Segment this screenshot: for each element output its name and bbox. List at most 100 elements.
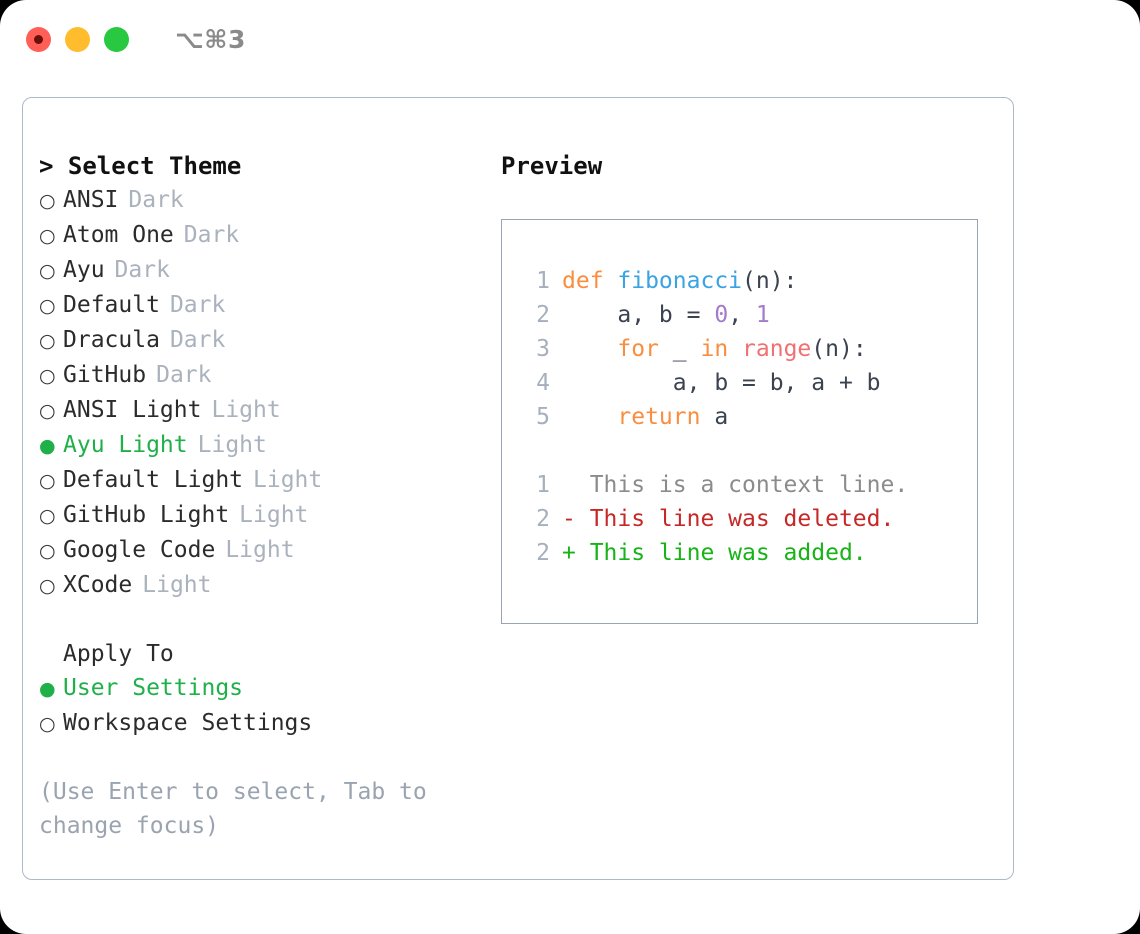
diff-line: 2 + This line was added. <box>520 536 977 570</box>
code-line: 2 a, b = 0, 1 <box>520 298 977 332</box>
apply-option-label: User Settings <box>63 675 244 701</box>
token <box>562 336 617 362</box>
line-number: 2 <box>536 506 550 532</box>
theme-option-1[interactable]: ○ Atom One Dark <box>39 218 489 253</box>
theme-option-5[interactable]: ○ GitHub Dark <box>39 358 489 393</box>
radio-unselected-icon: ○ <box>39 190 56 212</box>
theme-option-label: ANSI Light <box>63 397 202 423</box>
theme-option-label: XCode <box>63 572 133 598</box>
token: (n): <box>742 268 798 294</box>
theme-option-tag: Light <box>225 537 295 563</box>
theme-option-label: Google Code <box>63 537 216 563</box>
token: a <box>700 404 729 430</box>
token: a, b = b, a + b <box>562 370 881 396</box>
theme-option-tag: Dark <box>156 362 212 388</box>
theme-option-tag: Dark <box>128 187 184 213</box>
apply-to-list[interactable]: ●User Settings ○ Workspace Settings <box>39 671 489 741</box>
theme-option-9[interactable]: ○ GitHub Light Light <box>39 498 489 533</box>
theme-option-label: GitHub Light <box>63 502 230 528</box>
theme-option-6[interactable]: ○ ANSI Light Light <box>39 393 489 428</box>
theme-option-label: Default Light <box>63 467 244 493</box>
token: This is a context line. <box>562 472 909 498</box>
token: 0 <box>714 302 729 328</box>
code-content: def fibonacci(n): <box>562 264 797 298</box>
token: def <box>562 268 618 294</box>
token: fibonacci <box>617 268 743 294</box>
diff-line: 1 This is a context line. <box>520 468 977 502</box>
diff-line: 2 - This line was deleted. <box>520 502 977 536</box>
code-content: for _ in range(n): <box>562 332 867 366</box>
radio-unselected-icon: ○ <box>39 365 56 387</box>
apply-option-0[interactable]: ●User Settings <box>39 671 489 706</box>
theme-option-label: Atom One <box>63 222 174 248</box>
code-line: 4 a, b = b, a + b <box>520 366 977 400</box>
apply-option-1[interactable]: ○ Workspace Settings <box>39 706 489 741</box>
radio-unselected-icon: ○ <box>39 400 56 422</box>
traffic-lights <box>26 26 129 52</box>
apply-option-label: Workspace Settings <box>63 710 313 736</box>
theme-option-2[interactable]: ○ Ayu Dark <box>39 253 489 288</box>
theme-option-10[interactable]: ○ Google Code Light <box>39 533 489 568</box>
diff-sample: 1 This is a context line. 2 - This line wa… <box>520 468 977 570</box>
theme-option-tag: Dark <box>114 257 170 283</box>
line-number: 1 <box>536 472 550 498</box>
apply-to-heading: Apply To <box>63 641 174 667</box>
code-gap <box>520 434 977 468</box>
theme-option-tag: Light <box>253 467 323 493</box>
theme-option-tag: Light <box>239 502 309 528</box>
token: return <box>617 404 701 430</box>
theme-option-tag: Dark <box>183 222 240 248</box>
theme-option-label: Ayu <box>63 257 105 283</box>
radio-unselected-icon: ○ <box>39 260 56 282</box>
token <box>728 336 742 362</box>
theme-option-tag: Light <box>197 432 267 458</box>
token: (n): <box>811 336 867 362</box>
theme-option-tag: Light <box>211 397 281 423</box>
token: in <box>700 336 729 362</box>
theme-option-label: Ayu Light <box>63 432 188 458</box>
theme-option-label: GitHub <box>63 362 147 388</box>
radio-unselected-icon: ○ <box>39 540 56 562</box>
diff-content: This is a context line. <box>562 468 909 502</box>
line-number: 3 <box>536 336 550 362</box>
line-number: 1 <box>536 268 550 294</box>
theme-option-tag: Dark <box>169 327 226 353</box>
section-spacer <box>39 603 489 637</box>
close-window-icon[interactable] <box>26 26 51 52</box>
line-number: 4 <box>536 370 550 396</box>
token: , <box>728 302 756 328</box>
maximize-window-icon[interactable] <box>104 26 129 52</box>
code-line: 5 return a <box>520 400 977 434</box>
code-line: 1 def fibonacci(n): <box>520 264 977 298</box>
diff-content: + This line was added. <box>562 536 867 570</box>
token: for <box>617 336 659 362</box>
radio-unselected-icon: ○ <box>39 505 56 527</box>
line-number: 2 <box>536 540 550 566</box>
theme-option-label: Dracula <box>63 327 160 353</box>
radio-unselected-icon: ○ <box>39 225 56 247</box>
theme-option-tag: Dark <box>169 292 226 318</box>
radio-unselected-icon: ○ <box>39 575 56 597</box>
token: 1 <box>755 302 770 328</box>
token: + This line was added. <box>562 540 867 566</box>
token: - This line was deleted. <box>562 506 895 532</box>
minimize-window-icon[interactable] <box>65 26 90 52</box>
diff-content: - This line was deleted. <box>562 502 894 536</box>
keyboard-shortcut-label: ⌥⌘3 <box>175 24 246 54</box>
radio-unselected-icon: ○ <box>39 713 56 735</box>
line-number: 2 <box>536 302 550 328</box>
keyboard-hint-text: (Use Enter to select, Tab to change focu… <box>39 779 441 839</box>
